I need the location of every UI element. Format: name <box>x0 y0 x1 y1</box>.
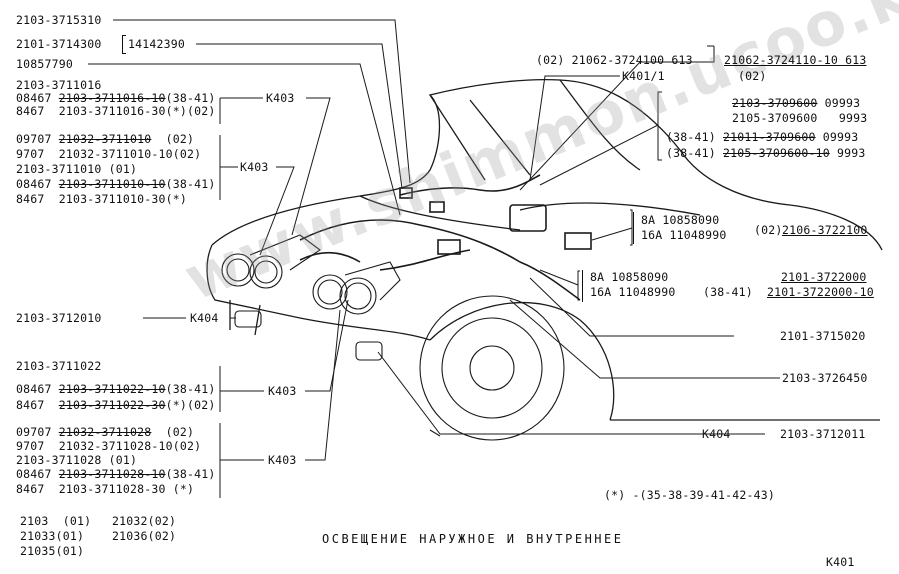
part-line: 09707 21032-3711028 (02) <box>16 425 195 439</box>
part-code: 2103-3712011 <box>780 427 866 441</box>
part-code: 2101-3715020 <box>780 329 866 343</box>
page-code: К401 <box>826 555 855 569</box>
part-code: 2106-3722100 <box>782 223 868 237</box>
part-code: 2101-3722000 <box>781 270 867 284</box>
fuse-spec: 16А 11048990 <box>641 228 727 242</box>
part-code: 9707 21032-3711010-10(02) <box>16 147 202 161</box>
lamp-line: (38-41) 21011-3709600 09993 <box>666 130 859 144</box>
lamp-line: (38-41) 2105-3709600-10 9993 <box>666 146 866 160</box>
model-code: 21035(01) <box>20 544 85 558</box>
fuse-spec: 16А 11048990 <box>590 285 676 299</box>
part-note: (02) <box>754 223 783 237</box>
lamp-line: 2103-3709600 09993 <box>732 96 861 110</box>
model-code: 21033(01) <box>20 529 85 543</box>
part-line: 08467 2103-3711010-10(38-41) <box>16 177 216 191</box>
footnote: (*) -(35-38-39-41-42-43) <box>604 488 775 502</box>
front-wheel <box>419 295 565 441</box>
fuse-spec: 8А 10858090 <box>590 270 669 284</box>
model-code: 21032(02) <box>112 514 177 528</box>
model-code: 21036(02) <box>112 529 177 543</box>
part-code: 2103-3712010 <box>16 311 102 325</box>
part-line: 08467 2103-3711016-10(38-41) <box>16 91 216 105</box>
headlights <box>221 234 401 315</box>
part-code: 21062-3724110-10 613 <box>724 53 867 67</box>
page-title: ОСВЕЩЕНИЕ НАРУЖНОЕ И ВНУТРЕННЕЕ <box>322 532 624 546</box>
part-code: 2103-3711028 (01) <box>16 453 138 467</box>
bracket <box>122 35 126 54</box>
fuse-spec: 8А 10858090 <box>641 213 720 227</box>
ref-code: К404 <box>190 311 219 325</box>
part-code: 2101-3722000-10 <box>767 285 874 299</box>
wiring-harness <box>299 174 592 301</box>
ref-code: К403 <box>266 91 295 105</box>
car-body-outline <box>206 79 883 421</box>
ref-code: К403 <box>268 453 297 467</box>
part-code: 8467 2103-3711010-30(*) <box>16 192 187 206</box>
model-code: 2103 (01) <box>20 514 92 528</box>
part-code: 2103-3711016 <box>16 78 102 92</box>
ref-code: К403 <box>240 160 269 174</box>
part-code: 2103-3711010 (01) <box>16 162 138 176</box>
part-code: 8467 2103-3711028-30 (*) <box>16 482 195 496</box>
bracket <box>633 212 744 244</box>
part-code: 8467 2103-3711016-30(*)(02) <box>16 104 216 118</box>
side-repeaters <box>234 310 383 361</box>
part-line: 08467 2103-3711028-10(38-41) <box>16 467 216 481</box>
part-line: 8467 2103-3711022-30(*)(02) <box>16 398 216 412</box>
part-code: 2101-3714300 <box>16 37 102 51</box>
ref-code: К404 <box>702 427 731 441</box>
part-code: 10857790 <box>16 57 73 71</box>
ref-code: К401/1 <box>622 69 665 83</box>
part-code: 2103-3711022 <box>16 359 102 373</box>
part-note: (38-41) <box>703 285 753 299</box>
part-code: 9707 21032-3711028-10(02) <box>16 439 202 453</box>
lamp-line: 2105-3709600 9993 <box>732 111 868 125</box>
part-code-box: 14142390 <box>128 37 185 51</box>
part-code: 2103-3715310 <box>16 13 102 27</box>
bracket <box>582 270 693 302</box>
part-code: 2103-3726450 <box>782 371 868 385</box>
ref-code: К403 <box>268 384 297 398</box>
part-line: 08467 2103-3711022-10(38-41) <box>16 382 216 396</box>
part-note: (02) <box>738 69 767 83</box>
leader-lines <box>88 19 780 498</box>
part-line: 09707 21032-3711010 (02) <box>16 132 195 146</box>
part-code: (02) 21062-3724100 613 <box>536 53 693 67</box>
